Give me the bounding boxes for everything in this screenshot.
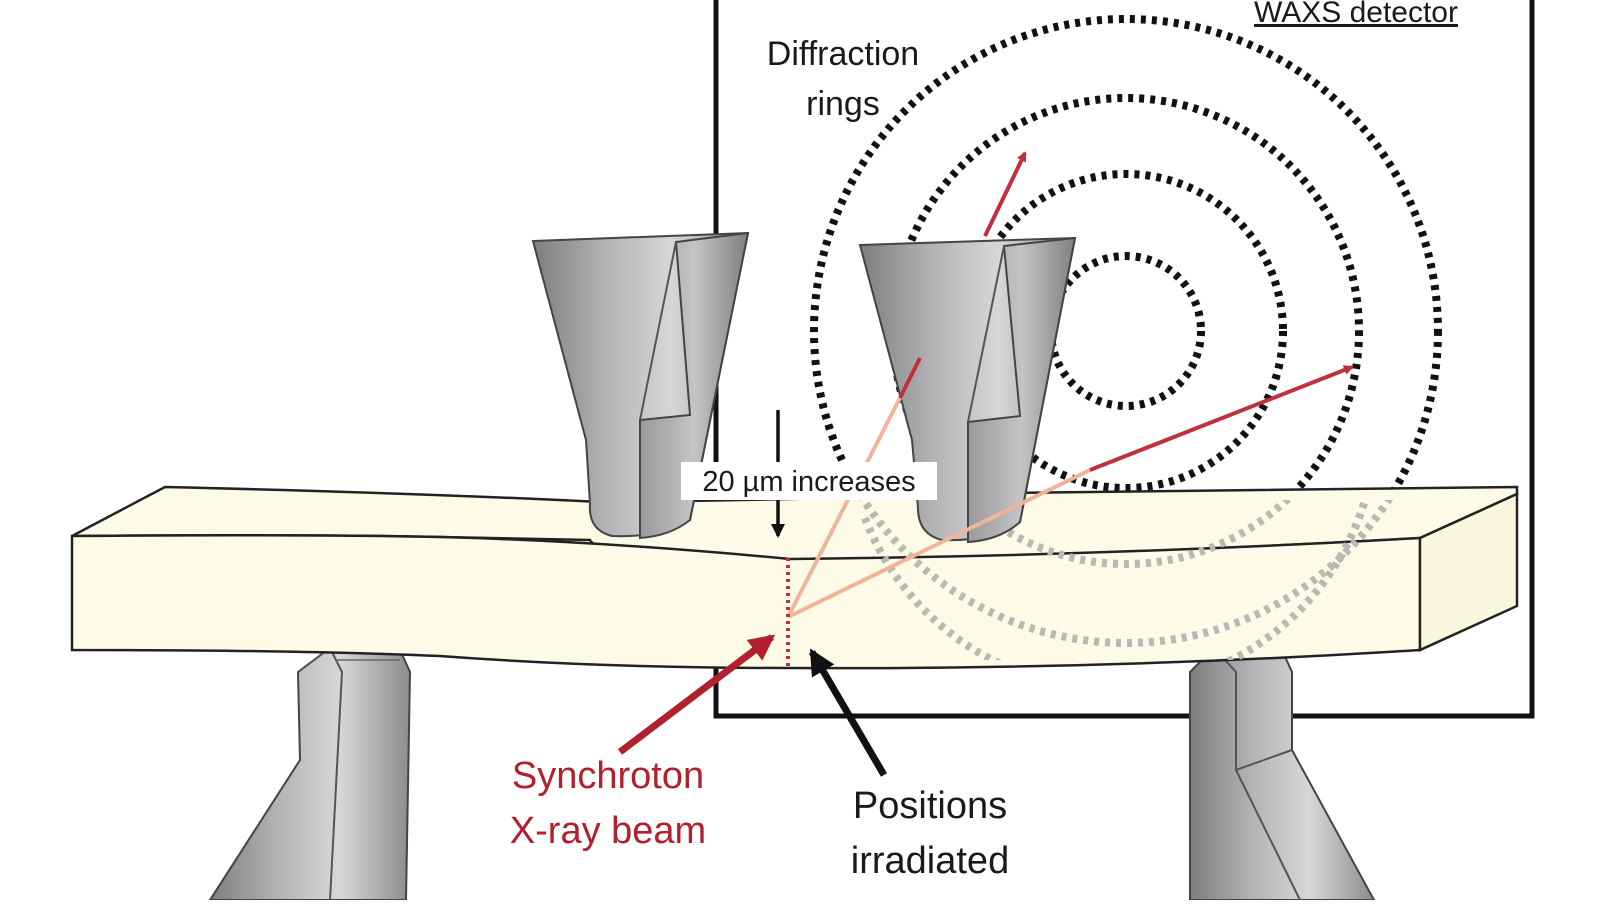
sample-beam <box>70 485 1519 670</box>
diffraction-ring <box>965 170 1287 492</box>
diffracted-ray <box>1089 365 1354 472</box>
beam-label-line2: X-ray beam <box>510 810 706 852</box>
faded-ring-arc <box>859 500 1393 647</box>
right-support <box>1189 646 1376 901</box>
diffracted-rays <box>786 151 1354 619</box>
displacement-label: 20 µm increases <box>702 466 915 498</box>
positions-label-line2: irradiated <box>851 840 1009 882</box>
upper-left-pin <box>531 231 750 540</box>
detector-label: WAXS detector <box>1254 0 1458 29</box>
synchrotron-beam-arrow <box>617 634 776 755</box>
displacement-label-bg <box>681 462 937 500</box>
diffraction-ring <box>810 15 1442 647</box>
rings-label-line1: Diffraction <box>767 35 919 73</box>
diffracted-ray-faded <box>786 397 902 618</box>
diffracted-ray <box>898 357 922 399</box>
diffracted-ray-faded <box>787 468 1091 619</box>
beam-label-line1: Synchroton <box>512 755 704 797</box>
rings-label-line2: rings <box>806 85 880 123</box>
positions-irradiated-arrow <box>808 648 888 777</box>
diffraction-ring <box>1047 252 1205 410</box>
positions-label-line1: Positions <box>853 785 1007 827</box>
left-support <box>208 646 412 901</box>
diffracted-ray <box>983 151 1027 237</box>
